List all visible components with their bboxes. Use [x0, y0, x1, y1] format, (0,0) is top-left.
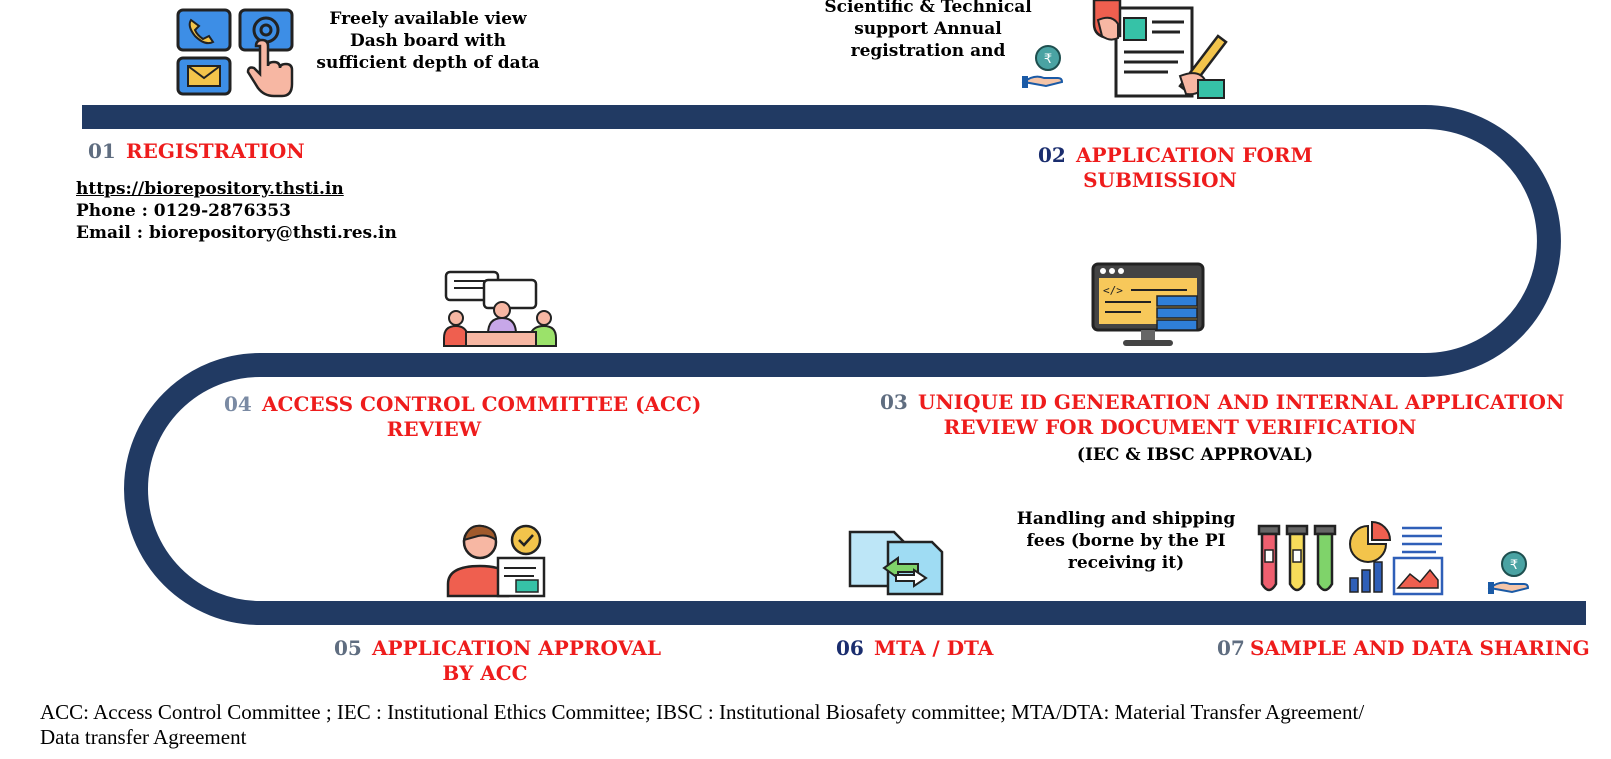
support-note: Scientific & Technical support Annual re…: [810, 0, 1046, 62]
step-number: 01: [88, 139, 116, 163]
step-03: 03 UNIQUE ID GENERATION AND INTERNAL APP…: [880, 390, 1564, 414]
footer-line: ACC: Access Control Committee ; IEC : In…: [40, 700, 1365, 724]
step-title-line2: BY ACC: [442, 661, 528, 685]
email-address: Email : biorepository@thsti.res.in: [76, 223, 397, 243]
fee-hand-icon: ₹: [1487, 551, 1530, 594]
support-note-line: support Annual: [854, 19, 1002, 39]
file-transfer-icon: [848, 530, 944, 596]
test-tubes-icon: [1257, 524, 1337, 592]
step-05: 05 APPLICATION APPROVAL: [334, 636, 661, 660]
step-number: 07: [1217, 636, 1245, 660]
step-title: MTA / DTA: [874, 636, 994, 660]
support-note-line: Scientific & Technical: [824, 0, 1032, 17]
step-title: APPLICATION FORM: [1076, 143, 1313, 167]
meeting-icon: [443, 270, 557, 347]
abbreviation-footer: ACC: Access Control Committee ; IEC : In…: [40, 700, 1600, 750]
step-title: REGISTRATION: [126, 139, 305, 163]
step-number: 02: [1038, 143, 1066, 167]
step-number: 03: [880, 390, 908, 414]
mail-icon: [176, 56, 232, 96]
step-07: 07 SAMPLE AND DATA SHARING: [1217, 636, 1590, 660]
step-number: 05: [334, 636, 362, 660]
step-04: 04 ACCESS CONTROL COMMITTEE (ACC): [224, 392, 701, 416]
analytics-icon: [1349, 520, 1444, 596]
step-01: 01 REGISTRATION: [88, 139, 305, 163]
step-title-line2: REVIEW: [386, 417, 482, 441]
svg-text:₹: ₹: [1510, 558, 1518, 573]
dashboard-note-line: sufficient depth of data: [316, 53, 540, 73]
step-06: 06 MTA / DTA: [836, 636, 993, 660]
form-signing-icon: [1092, 0, 1228, 99]
step-title: UNIQUE ID GENERATION AND INTERNAL APPLIC…: [918, 390, 1565, 414]
shipping-note-line: Handling and shipping: [1016, 509, 1236, 529]
footer-line: Data transfer Agreement: [40, 725, 247, 749]
step-title: APPLICATION APPROVAL: [372, 636, 662, 660]
approval-person-icon: [446, 524, 546, 598]
step-title: ACCESS CONTROL COMMITTEE (ACC): [262, 392, 702, 416]
svg-text:</>: </>: [1103, 284, 1123, 297]
approval-note: (IEC & IBSC APPROVAL): [1076, 445, 1314, 465]
website-link[interactable]: https://biorepository.thsti.in: [76, 179, 344, 199]
shipping-note-line: fees (borne by the PI: [1026, 531, 1226, 551]
step-02: 02 APPLICATION FORM: [1038, 143, 1313, 167]
support-note-line: registration and: [850, 41, 1006, 61]
step-number: 04: [224, 392, 252, 416]
shipping-note-line: receiving it): [1067, 553, 1185, 573]
step-title-line2: SUBMISSION: [1083, 168, 1237, 192]
phone-number: Phone : 0129-2876353: [76, 201, 291, 221]
step-title: SAMPLE AND DATA SHARING: [1249, 636, 1590, 660]
dashboard-note-line: Dash board with: [350, 31, 506, 51]
contact-info: https://biorepository.thsti.in Phone : 0…: [76, 178, 397, 244]
dashboard-note: Freely available view Dash board with su…: [312, 8, 544, 74]
phone-icon: [176, 8, 232, 52]
step-number: 06: [836, 636, 864, 660]
svg-text:₹: ₹: [1044, 52, 1052, 67]
fee-hand-icon: ₹: [1021, 45, 1064, 88]
code-server-icon: </>: [1091, 262, 1205, 346]
contact-icons: [176, 8, 294, 98]
step-title-line2: REVIEW FOR DOCUMENT VERIFICATION: [943, 415, 1417, 439]
hand-pointer-icon: [246, 38, 294, 98]
shipping-note: Handling and shipping fees (borne by the…: [1010, 508, 1242, 574]
dashboard-note-line: Freely available view: [329, 9, 527, 29]
